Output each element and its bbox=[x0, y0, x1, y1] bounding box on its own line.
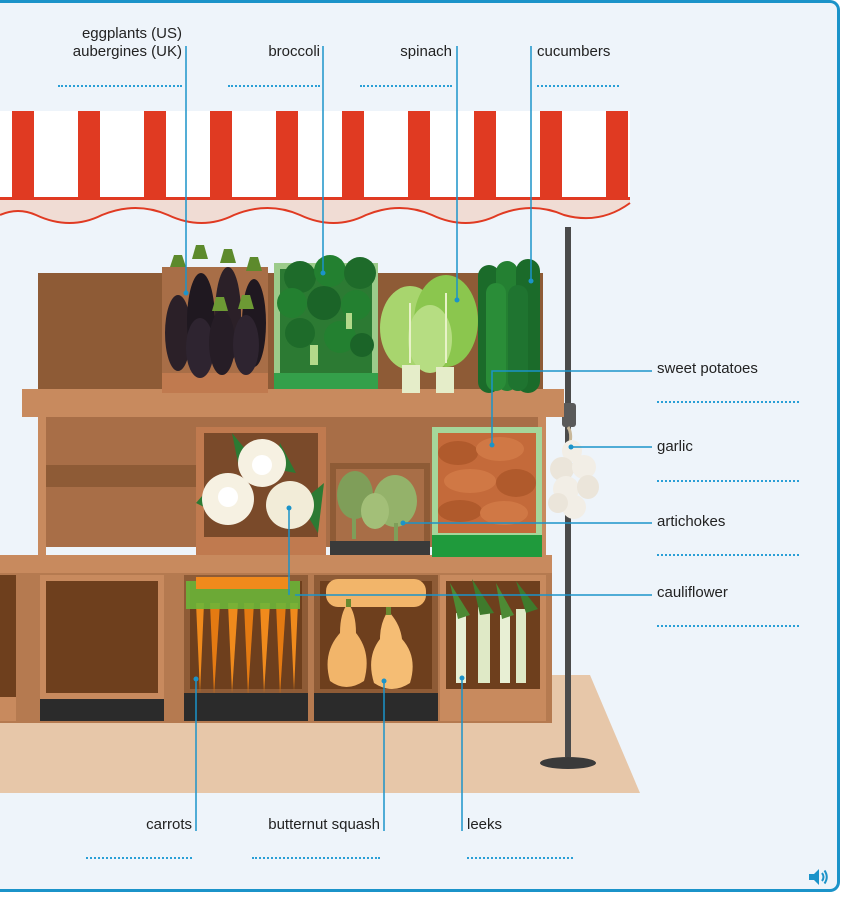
lower-shelf bbox=[0, 555, 552, 573]
label-artichokes: artichokes bbox=[657, 513, 726, 530]
cucumbers-pile bbox=[478, 259, 540, 393]
label-leeks: leeks bbox=[467, 816, 503, 833]
garlic-bunch bbox=[548, 426, 599, 519]
answer-blank-carrots[interactable] bbox=[86, 857, 192, 859]
answer-blank-cauliflower[interactable] bbox=[657, 625, 799, 627]
market-stall-illustration bbox=[0, 46, 652, 831]
leader-lines bbox=[185, 46, 652, 831]
shelf-leg-left bbox=[38, 417, 46, 567]
leek-crate bbox=[440, 575, 546, 721]
answer-blank-artichokes[interactable] bbox=[657, 554, 799, 556]
squash-crate bbox=[314, 575, 438, 721]
broccoli-crate bbox=[274, 255, 378, 389]
label-cucumbers: cucumbers bbox=[537, 43, 611, 60]
cauliflower-crate bbox=[196, 427, 326, 555]
label-garlic: garlic bbox=[657, 438, 693, 455]
answer-blank-butternut-squash[interactable] bbox=[252, 857, 380, 859]
answer-blank-spinach[interactable] bbox=[360, 85, 452, 87]
answer-blank-eggplants[interactable] bbox=[58, 85, 182, 87]
leader-dots bbox=[183, 270, 574, 684]
answer-blank-broccoli[interactable] bbox=[228, 85, 320, 87]
label-sweet-potatoes: sweet potatoes bbox=[657, 360, 758, 377]
artichoke-crate bbox=[330, 463, 430, 555]
eggplant-crate bbox=[162, 245, 268, 393]
speaker-icon[interactable] bbox=[808, 867, 830, 887]
label-spinach: spinach bbox=[400, 43, 452, 60]
empty-crate bbox=[40, 575, 164, 721]
spinach-bunches bbox=[380, 275, 478, 393]
carrot-crate bbox=[184, 575, 308, 721]
label-eggplants-us: eggplants (US) bbox=[81, 25, 182, 42]
sweet-potato-crate bbox=[432, 427, 542, 557]
answer-blank-garlic[interactable] bbox=[657, 480, 799, 482]
label-aubergines-uk: aubergines (UK) bbox=[72, 43, 182, 60]
upper-shelf bbox=[22, 389, 564, 417]
left-empty-crate bbox=[0, 575, 16, 721]
label-broccoli: broccoli bbox=[268, 43, 320, 60]
answer-blank-leeks[interactable] bbox=[467, 857, 573, 859]
label-butternut-squash: butternut squash bbox=[268, 816, 380, 833]
label-carrots: carrots bbox=[146, 816, 192, 833]
awning bbox=[0, 111, 631, 224]
label-cauliflower: cauliflower bbox=[657, 584, 728, 601]
answer-blank-sweet-potatoes[interactable] bbox=[657, 401, 799, 403]
answer-blank-cucumbers[interactable] bbox=[537, 85, 619, 87]
